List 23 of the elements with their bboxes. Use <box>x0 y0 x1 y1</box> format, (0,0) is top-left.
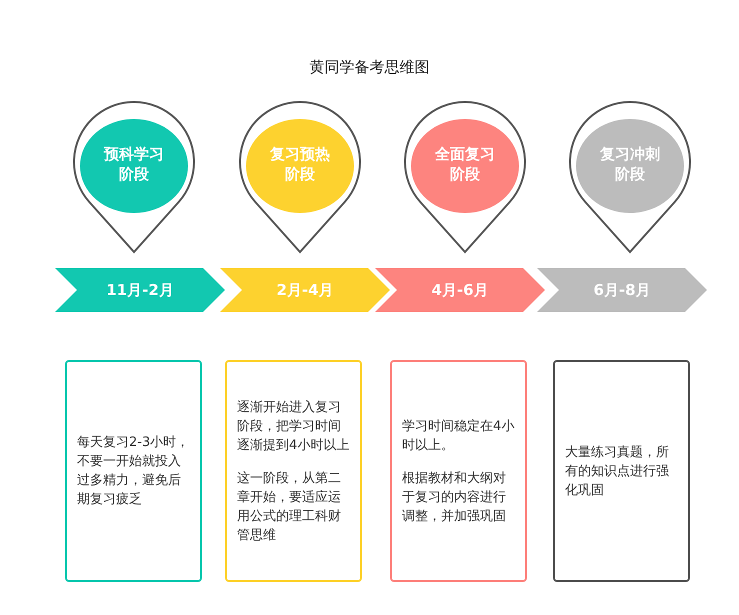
date-range: 6月-8月 <box>592 280 652 300</box>
date-range: 11月-2月 <box>105 280 175 300</box>
card-text: 根据教材和大纲对于复习的内容进行调整，并加强巩固 <box>402 470 507 526</box>
stage-title: 复习预热阶段 <box>269 144 331 184</box>
stage-title: 预科学习阶段 <box>102 144 165 184</box>
stage-card <box>553 360 690 582</box>
stage-card <box>225 360 362 582</box>
card-text: 学习时间稳定在4小时以上。 <box>402 418 516 454</box>
card-text: 这一阶段，从第二章开始，要适应运用公式的理工科财管思维 <box>237 470 342 544</box>
stage-card <box>65 360 202 582</box>
chevron-band <box>55 268 225 312</box>
card-text: 每天复习2-3小时，不要一开始就投入过多精力，避免后期复习疲乏 <box>77 434 190 509</box>
date-range: 2月-4月 <box>275 280 335 300</box>
chevron-band <box>220 268 390 312</box>
title: 黄同学备考思维图 <box>308 58 430 77</box>
stage-card <box>390 360 527 582</box>
stage-title: 复习冲刺阶段 <box>599 144 661 184</box>
date-range: 4月-6月 <box>430 280 490 300</box>
chevron-band <box>537 268 707 312</box>
card-text: 逐渐开始进入复习阶段，把学习时间逐渐提到4小时以上 <box>237 398 350 454</box>
chevron-band <box>375 268 545 312</box>
stage-title: 全面复习阶段 <box>434 144 496 184</box>
card-text: 大量练习真题，所有的知识点进行强化巩固 <box>565 444 670 500</box>
